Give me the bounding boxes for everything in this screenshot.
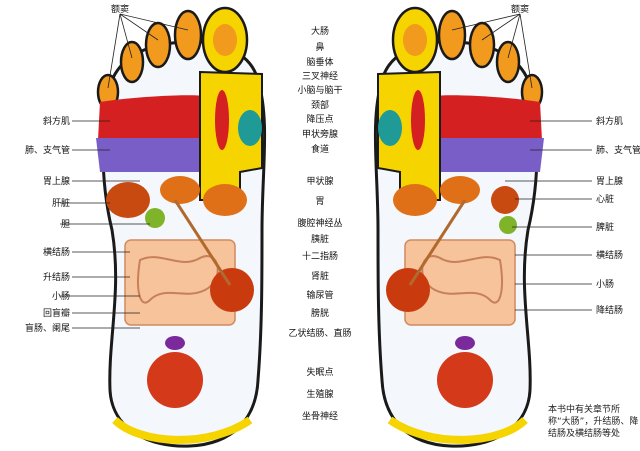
leader-lines (60, 13, 592, 329)
labels-center: 大肠鼻脑垂体三叉神经小脑与脑干颈部降压点甲状旁腺食道甲状腺胃腹腔神经丛胰脏十二指… (288, 25, 351, 422)
right-toe-3 (468, 21, 496, 69)
left-label-3: 肝脏 (52, 197, 70, 209)
left-ureter (173, 199, 232, 286)
left-label-2: 胃上腺 (43, 175, 70, 187)
center-label-19: 生殖腺 (306, 388, 333, 400)
center-label-3: 三叉神经 (302, 70, 338, 82)
right-inner-column (377, 70, 441, 201)
right-foot (373, 6, 544, 448)
right-pancreas (393, 184, 437, 216)
left-toe-2 (173, 9, 203, 61)
right-toe-4 (495, 40, 521, 84)
footnote: 本书中有关章节所称“大肠”，升结肠、降结肠及横结肠等处 (548, 405, 639, 439)
right-big-toe-center (403, 24, 427, 56)
right-parathyroid (378, 110, 402, 146)
center-label-4: 小脑与脑干 (297, 84, 342, 96)
left-foot (96, 6, 267, 448)
right-label-3: 心脏 (596, 193, 614, 205)
right-stomach-upper (440, 176, 480, 204)
center-label-18: 失眠点 (306, 366, 333, 378)
left-small-intestine (137, 255, 219, 304)
left-inner-column (199, 70, 263, 201)
left-label-9: 盲肠、阑尾 (25, 322, 70, 334)
center-label-8: 食道 (311, 143, 329, 155)
right-label-0: 斜方肌 (596, 115, 623, 127)
left-liver (106, 182, 150, 218)
right-insomnia-point (455, 336, 475, 350)
right-heart (491, 186, 519, 214)
left-kidney (210, 268, 254, 312)
left-insomnia-point (165, 336, 185, 350)
right-label-7: 降结肠 (596, 304, 623, 316)
center-label-1: 鼻 (315, 41, 324, 53)
left-stomach-upper (160, 176, 200, 204)
center-label-5: 颈部 (311, 99, 329, 111)
center-label-17: 乙状结肠、直肠 (288, 327, 351, 339)
center-label-11: 腹腔神经丛 (297, 217, 342, 229)
left-label-5: 横结肠 (43, 246, 70, 258)
left-toe-3 (144, 21, 172, 69)
center-label-7: 甲状旁腺 (302, 128, 338, 140)
right-kidney (386, 268, 430, 312)
center-label-2: 脑垂体 (306, 56, 333, 68)
labels-sinus: 额窦 额窦 (111, 3, 529, 15)
right-toe-2 (437, 9, 467, 61)
left-big-toe-center (213, 24, 237, 56)
left-label-1: 肺、支气管 (25, 144, 70, 156)
left-esophagus (215, 90, 229, 150)
label-sinus-right: 额窦 (511, 3, 529, 15)
right-small-intestine (421, 255, 503, 304)
left-trapezius-zone (98, 95, 206, 140)
left-parathyroid (238, 110, 262, 146)
left-gallbladder (145, 208, 165, 228)
right-esophagus (411, 90, 425, 150)
center-label-0: 大肠 (311, 25, 329, 37)
center-label-16: 膀胱 (311, 307, 329, 319)
right-label-4: 脾脏 (596, 221, 614, 233)
right-label-2: 胃上腺 (596, 175, 623, 187)
center-label-10: 胃 (315, 196, 324, 207)
left-sciatic-band (112, 416, 253, 444)
center-label-6: 降压点 (306, 113, 333, 125)
left-label-6: 升结肠 (43, 271, 70, 283)
right-label-5: 横结肠 (596, 249, 623, 261)
center-label-12: 胰脏 (311, 233, 329, 245)
center-label-13: 十二指肠 (302, 250, 338, 262)
right-sciatic-band (387, 416, 528, 444)
right-lung-zone (434, 138, 544, 172)
right-label-6: 小肠 (596, 279, 614, 290)
left-toe-4 (119, 40, 145, 84)
left-pancreas (203, 184, 247, 216)
right-label-1: 肺、支气管 (596, 144, 640, 156)
left-heel-organ (147, 352, 203, 408)
left-label-8: 回盲瓣 (43, 307, 70, 319)
center-label-9: 甲状腺 (306, 175, 333, 187)
left-label-7: 小肠 (52, 291, 70, 302)
left-label-0: 斜方肌 (43, 115, 70, 127)
center-label-14: 肾脏 (311, 270, 329, 282)
center-label-15: 输尿管 (306, 289, 333, 301)
right-trapezius-zone (434, 95, 542, 140)
label-sinus-left: 额窦 (111, 3, 129, 15)
right-spleen (499, 216, 517, 234)
left-lung-zone (96, 138, 206, 172)
left-label-4: 胆 (61, 219, 70, 230)
right-ureter (408, 199, 467, 286)
center-label-20: 坐骨神经 (302, 410, 338, 422)
right-heel-organ (437, 352, 493, 408)
